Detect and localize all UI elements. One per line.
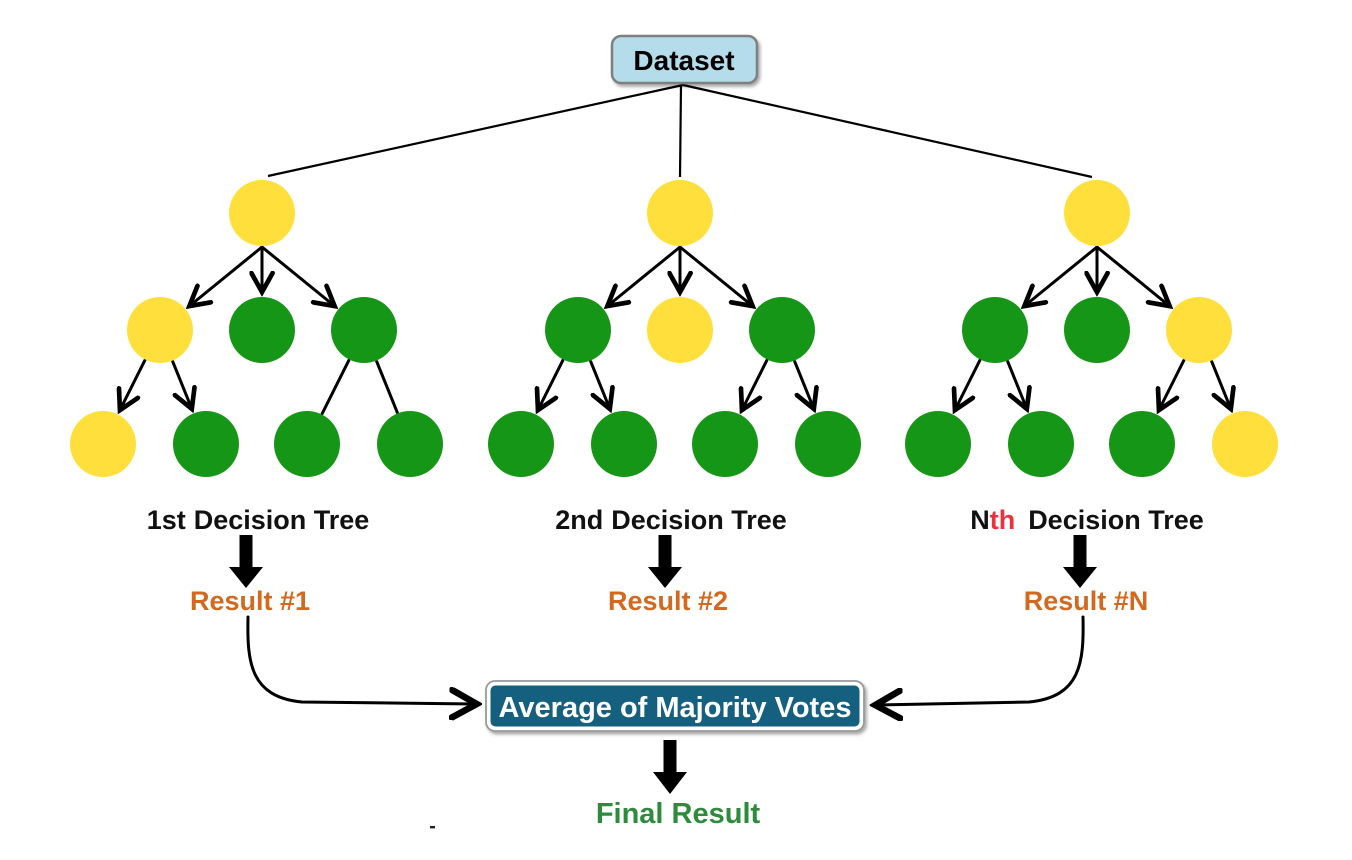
tree2-l3-node-3 — [795, 411, 861, 477]
tree3-arrow-root-l2-0 — [1026, 245, 1099, 305]
final-result-label: Final Result — [596, 798, 761, 830]
tree3-l3-node-0 — [905, 411, 971, 477]
tree1-l3-node-2 — [274, 411, 340, 477]
tree1-arrow-l22-l3-0 — [320, 358, 351, 416]
tree3-label: Nth Decision Tree — [970, 505, 1204, 535]
tree3-ordinal: N — [970, 505, 990, 535]
tree3-arrow-l20-l3-0 — [956, 358, 982, 408]
edge-dataset-tree1 — [267, 83, 684, 178]
dataset-label: Dataset — [633, 45, 734, 76]
arrow-tree1-to-result-icon — [229, 535, 263, 588]
dataset-edges — [267, 83, 1093, 179]
tree1-l3-node-3 — [377, 411, 443, 477]
tree2-label: 2nd Decision Tree — [555, 505, 787, 535]
tree3-label-rest: Decision Tree — [1028, 505, 1204, 535]
tree1-arrow-l20-l3-0 — [121, 358, 147, 408]
result3-label: Result #N — [1024, 586, 1149, 616]
tree3-arrow-l22-l3-1 — [1210, 360, 1230, 407]
stray-dash — [430, 826, 435, 829]
tree1-l2-node-2 — [331, 297, 397, 363]
edge-dataset-tree3 — [682, 83, 1093, 179]
tree2-arrow-root-l2-2 — [678, 245, 751, 305]
tree2 — [488, 180, 861, 477]
tree3-l2-node-0 — [962, 297, 1028, 363]
tree1-l3-node-1 — [173, 411, 239, 477]
decision-trees — [70, 180, 1278, 477]
arrow-tree3-to-result-icon — [1063, 535, 1097, 588]
result1-label: Result #1 — [190, 586, 310, 616]
tree2-arrow-l22-l3-0 — [743, 358, 769, 408]
tree2-root-node — [647, 180, 713, 246]
tree3-l2-node-1 — [1064, 297, 1130, 363]
tree2-label-rest: Decision Tree — [611, 505, 787, 535]
tree3-l3-node-3 — [1212, 411, 1278, 477]
tree3-arrow-root-l2-2 — [1095, 245, 1168, 305]
tree2-l3-node-2 — [692, 411, 758, 477]
aggregate-label: Average of Majority Votes — [499, 692, 852, 724]
result2-label: Result #2 — [608, 586, 728, 616]
tree3-l3-node-2 — [1109, 411, 1175, 477]
tree1-root-node — [229, 180, 295, 246]
tree1-l2-node-1 — [229, 297, 295, 363]
dataset-node: Dataset — [610, 34, 759, 85]
tree1-label: 1st Decision Tree — [147, 505, 370, 535]
tree2-arrow-l22-l3-1 — [793, 360, 813, 407]
tree3-arrow-l22-l3-0 — [1160, 358, 1186, 408]
aggregate-box — [490, 685, 860, 727]
tree3-ordinal-suffix: th — [990, 505, 1015, 535]
tree2-l2-node-0 — [545, 297, 611, 363]
tree1-arrow-l20-l3-1 — [171, 360, 191, 407]
tree1-arrow-root-l2-0 — [191, 245, 264, 305]
tree1-label-rest: Decision Tree — [194, 505, 370, 535]
tree2-arrow-l20-l3-1 — [589, 360, 609, 407]
tree1-arrow-root-l2-2 — [260, 245, 333, 305]
dataset-box — [610, 34, 759, 85]
tree3-l3-node-1 — [1008, 411, 1074, 477]
edge-dataset-tree2 — [678, 84, 683, 178]
tree2-l3-node-1 — [591, 411, 657, 477]
tree3-root-node — [1064, 180, 1130, 246]
aggregate-node: Average of Majority Votes — [485, 680, 865, 732]
curve-result1-to-aggregate — [246, 615, 474, 704]
tree2-l2-node-2 — [749, 297, 815, 363]
tree2-l2-node-1 — [647, 297, 713, 363]
tree1 — [70, 180, 443, 477]
tree2-l3-node-0 — [488, 411, 554, 477]
tree3-arrow-l20-l3-1 — [1006, 360, 1026, 407]
curve-resultN-to-aggregate — [878, 615, 1085, 705]
tree1-l3-node-0 — [70, 411, 136, 477]
tree3-l2-node-2 — [1166, 297, 1232, 363]
arrow-aggregate-to-final-icon — [653, 740, 687, 794]
tree2-arrow-l20-l3-0 — [539, 358, 565, 408]
tree1-arrow-l22-l3-1 — [375, 360, 399, 414]
tree1-l2-node-0 — [127, 297, 193, 363]
tree2-arrow-root-l2-0 — [609, 245, 682, 305]
tree3 — [905, 180, 1278, 477]
tree1-ordinal: 1st — [147, 505, 186, 535]
arrow-tree2-to-result-icon — [648, 535, 682, 588]
tree2-ordinal: 2nd — [555, 505, 603, 535]
